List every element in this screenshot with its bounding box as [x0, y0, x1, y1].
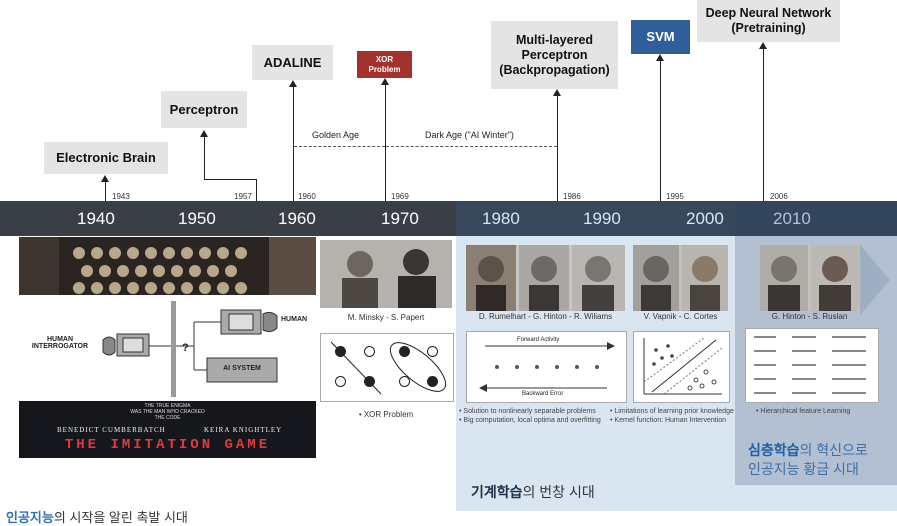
- backprop-graphic: [479, 342, 615, 392]
- arrow-1995: [656, 54, 664, 201]
- hinton-ruslan-photo: [760, 245, 859, 311]
- rumelhart-graphic: [466, 245, 625, 311]
- xor-point: [399, 376, 410, 387]
- arrow-1986: [553, 89, 561, 201]
- milestone-electronic-brain: Electronic Brain: [44, 142, 168, 174]
- arrow-1957-horizontal: [204, 179, 257, 180]
- progress-arrow-head: [860, 245, 890, 315]
- note-ml: • Solution to nonlinearly separable prob…: [459, 408, 601, 425]
- dark-age-label: Dark Age ("AI Winter"): [425, 130, 514, 140]
- minsky-papert-graphic: [342, 249, 436, 308]
- turing-test-diagram: HUMAN HUMAN INTERROGATOR ? AI SYSTEM: [19, 296, 316, 401]
- enigma-machine-image: [19, 237, 316, 295]
- xor-point: [335, 346, 346, 357]
- note-dl: • Hierarchical feature Learning: [756, 408, 851, 415]
- caption-vapnik: V. Vapnik - C. Cortes: [643, 312, 718, 321]
- milestone-xor-problem: XOR Problem: [357, 51, 412, 78]
- dbn-graphic: [754, 336, 866, 394]
- decade-1980: 1980: [482, 209, 520, 228]
- year-2006: 2006: [770, 192, 788, 201]
- year-1986: 1986: [563, 192, 581, 201]
- golden-age-label: Golden Age: [312, 130, 360, 140]
- era-dl-rest1: 의 혁신으로: [799, 442, 868, 458]
- dbn-diagram: [745, 328, 879, 403]
- arrow-1960: [289, 80, 297, 201]
- vapnik-graphic: [633, 245, 728, 311]
- year-1943: 1943: [112, 192, 130, 201]
- enigma-keys-graphic: [19, 237, 316, 295]
- era-ai-start: 인공지능의 시작을 알린 촉발 시대: [6, 507, 188, 526]
- era-ai-start-bold: 인공지능: [6, 510, 54, 525]
- imitation-game-poster: THE TRUE ENIGMA WAS THE MAN WHO CRACKED …: [19, 401, 316, 458]
- decade-2010: 2010: [773, 209, 811, 228]
- decade-1990: 1990: [583, 209, 621, 228]
- movie-actor-2: KEIRA KNIGHTLEY: [204, 426, 283, 434]
- vapnik-cortes-photo: [633, 245, 728, 311]
- xor-point: [335, 376, 346, 387]
- golden-age-span: [294, 146, 385, 147]
- turing-human-label: HUMAN: [281, 316, 308, 323]
- caption-minsky-papert: M. Minsky - S. Papert: [347, 313, 425, 322]
- xor-point: [427, 376, 438, 387]
- note-svm: • Limitations of learning prior knowledg…: [610, 408, 734, 425]
- caption-rumelhart: D. Rumelhart - G. Hinton - R. Wiliams: [478, 312, 613, 321]
- movie-tagline: THE TRUE ENIGMA WAS THE MAN WHO CRACKED …: [130, 403, 205, 421]
- backward-error-label: Backward Error: [522, 391, 564, 397]
- movie-actor-1: BENEDICT CUMBERBATCH: [57, 426, 166, 434]
- xor-point: [364, 376, 375, 387]
- hinton-graphic: [760, 245, 859, 311]
- era-dl-bold: 심층학습: [748, 442, 800, 458]
- era-ml-rest: 의 번창 시대: [522, 484, 595, 500]
- milestone-svm: SVM: [631, 20, 690, 54]
- decade-1970: 1970: [381, 209, 419, 228]
- caption-hinton: G. Hinton - S. Ruslan: [771, 312, 848, 321]
- year-1969: 1969: [391, 192, 409, 201]
- movie-title: THE IMITATION GAME: [64, 437, 271, 453]
- turing-ai-system-label: AI SYSTEM: [223, 365, 261, 372]
- dark-age-span: [386, 146, 557, 147]
- xor-diagram: [320, 333, 454, 402]
- year-1960: 1960: [298, 192, 316, 201]
- milestone-perceptron: Perceptron: [161, 91, 247, 128]
- xor-point: [427, 346, 438, 357]
- decade-1960: 1960: [278, 209, 316, 228]
- svm-graphic: [643, 337, 723, 395]
- xor-point: [364, 346, 375, 357]
- decade-1940: 1940: [77, 209, 115, 228]
- decade-1950: 1950: [178, 209, 216, 228]
- arrow-1957-vertical-low: [256, 179, 257, 201]
- turing-question-mark: ?: [182, 342, 189, 354]
- caption-xor: • XOR Problem: [358, 410, 414, 419]
- decade-2000: 2000: [686, 209, 724, 228]
- arrow-1957: [200, 130, 208, 179]
- xor-lines-graphic: [330, 341, 447, 395]
- xor-point: [399, 346, 410, 357]
- rumelhart-hinton-williams-photo: [466, 245, 625, 311]
- era-ai-start-rest: 의 시작을 알린 촉발 시대: [53, 510, 188, 525]
- timeline-bar: [0, 201, 897, 236]
- arrow-1969: [381, 78, 389, 201]
- milestone-mlp: Multi-layered Perceptron (Backpropagatio…: [491, 21, 618, 89]
- backprop-diagram: Forward Activity Backward Error: [466, 331, 627, 403]
- milestone-dnn: Deep Neural Network (Pretraining): [697, 0, 840, 42]
- arrow-2006: [759, 42, 767, 201]
- era-dl: 심층학습의 혁신으로 인공지능 황금 시대: [748, 441, 868, 479]
- svm-diagram: [633, 331, 730, 403]
- turing-interrogator-label: HUMAN INTERROGATOR: [31, 336, 89, 350]
- forward-activity-label: Forward Activity: [517, 337, 560, 343]
- era-ml: 기계학습의 번창 시대: [471, 482, 595, 502]
- year-1957: 1957: [234, 192, 252, 201]
- year-1995: 1995: [666, 192, 684, 201]
- era-ml-bold: 기계학습: [471, 484, 523, 500]
- milestone-adaline: ADALINE: [252, 45, 333, 80]
- minsky-papert-photo: [320, 240, 452, 308]
- arrow-1943: [101, 175, 109, 201]
- era-dl-rest2: 인공지능 황금 시대: [748, 460, 859, 477]
- turing-test-graphic: [102, 301, 278, 397]
